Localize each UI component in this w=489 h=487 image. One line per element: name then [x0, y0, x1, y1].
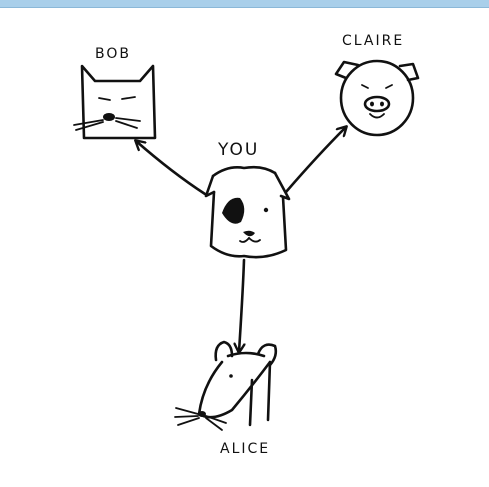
graph-edges [136, 127, 346, 352]
you-label: YOU [217, 140, 259, 160]
node-you: YOU [204, 140, 291, 259]
node-claire: CLAIRE [334, 33, 420, 137]
rat-face-icon [174, 340, 278, 431]
edge-you-to-bob [136, 141, 207, 196]
edge-you-to-alice [239, 258, 244, 352]
alice-label: ALICE [220, 441, 270, 457]
node-alice: ALICE [174, 340, 278, 457]
edge-you-to-claire [284, 127, 346, 194]
pig-face-icon [334, 59, 420, 137]
claire-label: CLAIRE [342, 33, 404, 49]
dog-face-icon [204, 165, 291, 259]
top-banner [0, 0, 489, 8]
node-bob: BOB [73, 46, 157, 140]
bob-label: BOB [95, 46, 131, 62]
cat-face-icon [73, 64, 157, 140]
